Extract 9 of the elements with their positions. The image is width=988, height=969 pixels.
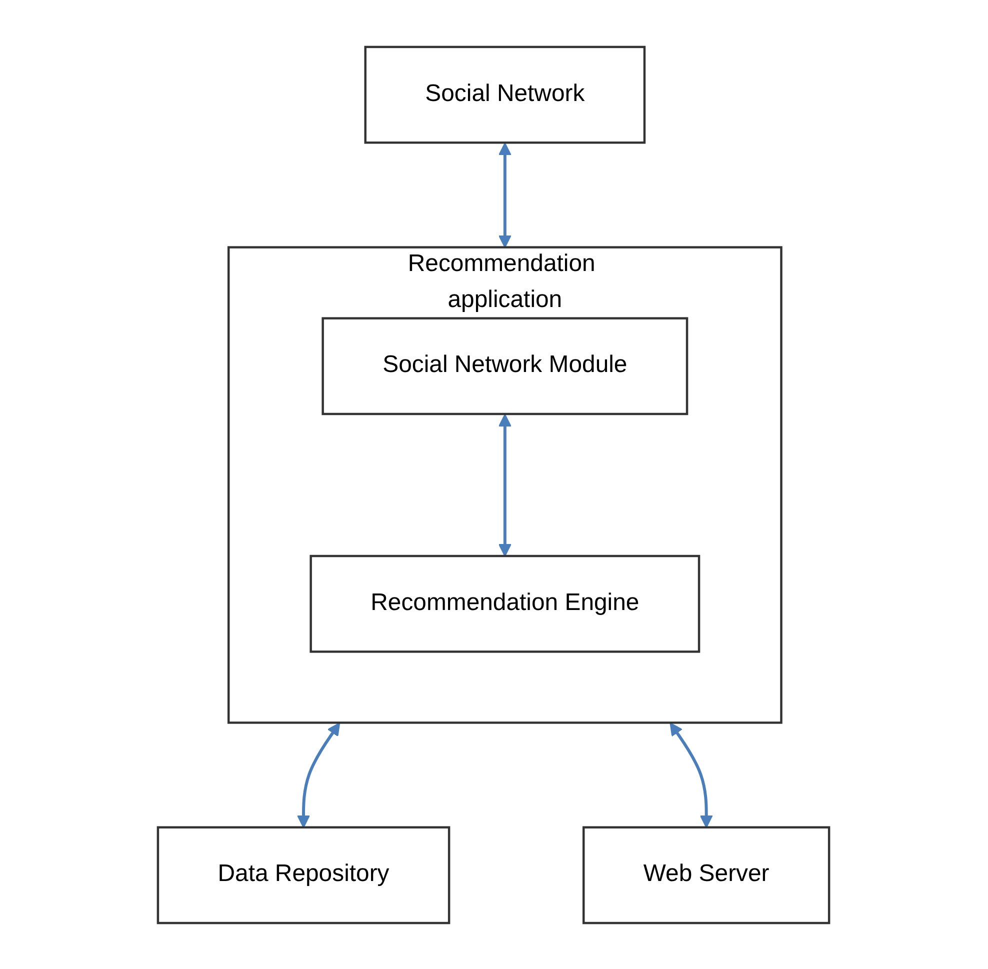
- node-box: Social Network: [364, 45, 646, 144]
- arrow: [498, 413, 512, 556]
- node-box: Social Network Module: [322, 316, 689, 415]
- node-box: Web Server: [582, 826, 831, 924]
- arrow: [297, 722, 341, 828]
- arrow: [498, 142, 512, 248]
- node-box: Recommendation Engine: [310, 554, 701, 652]
- node-box: Data Repository: [157, 826, 451, 924]
- arrow: [670, 722, 714, 828]
